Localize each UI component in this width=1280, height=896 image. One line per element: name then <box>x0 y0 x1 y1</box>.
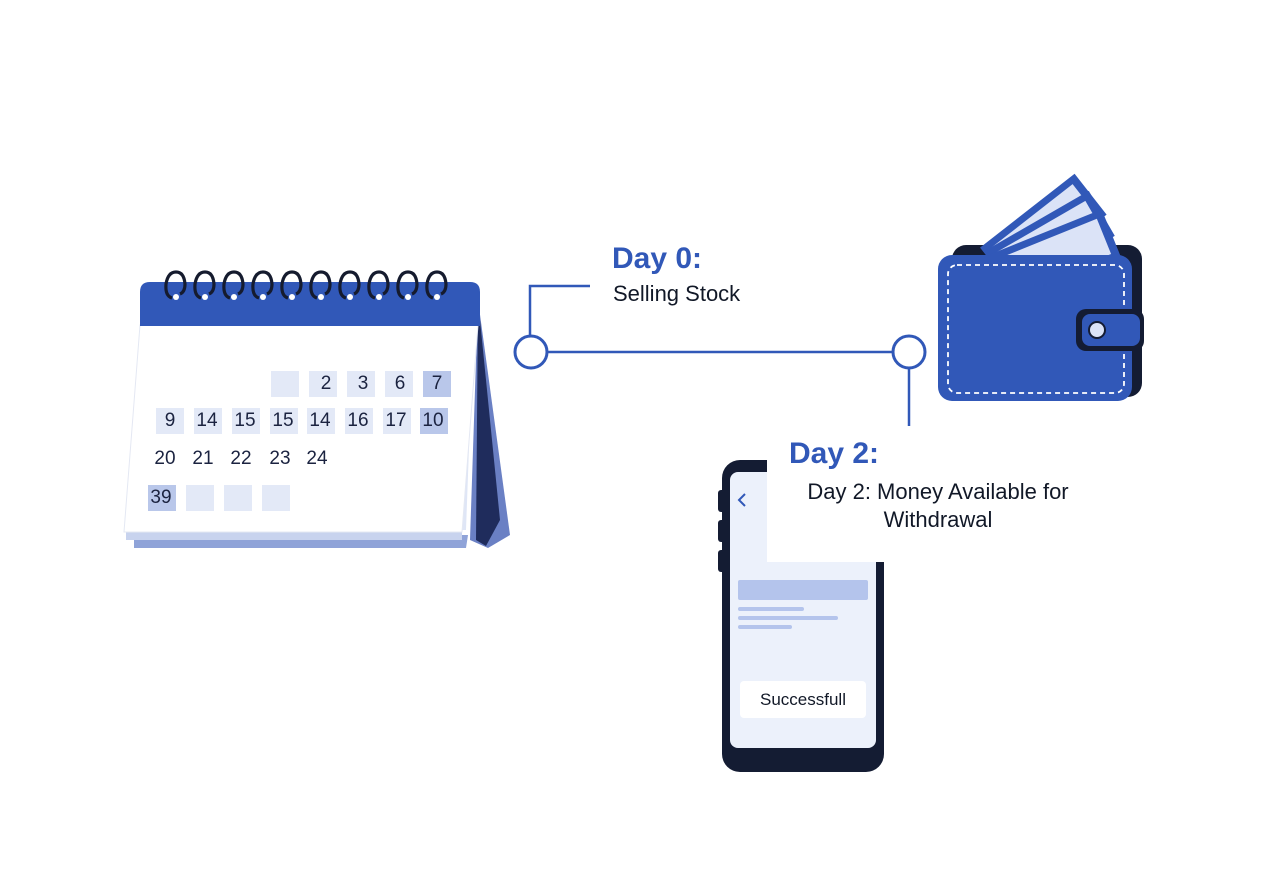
calendar-cell <box>420 408 448 434</box>
calendar-cell <box>385 371 413 397</box>
day2-label-card <box>767 428 1117 562</box>
timeline-node-day0 <box>513 334 549 370</box>
success-toast: Successfull <box>740 681 866 718</box>
calendar-day: 23 <box>269 448 291 469</box>
calendar-cell <box>383 408 411 434</box>
day2-title: Day 2: <box>789 437 880 470</box>
calendar-rings <box>164 270 448 300</box>
calendar-cell <box>347 371 375 397</box>
calendar-cell <box>307 408 335 434</box>
day2-description: Day 2: Money Available for Withdrawal <box>807 479 1069 532</box>
calendar-day: 14 <box>309 410 331 431</box>
calendar-cell <box>423 371 451 397</box>
calendar-day <box>270 371 300 397</box>
day0-description: Selling Stock <box>613 281 741 306</box>
calendar-cell <box>309 371 337 397</box>
calendar-day: 22 <box>230 448 252 469</box>
calendar-day: 17 <box>385 410 407 431</box>
calendar-day: 16 <box>347 410 369 431</box>
calendar-cell <box>156 408 184 434</box>
calendar-day: 15 <box>234 410 256 431</box>
calendar-day: 14 <box>196 410 218 431</box>
timeline-connector <box>528 284 911 426</box>
calendar-day: 21 <box>192 448 214 469</box>
calendar-day: 9 <box>164 410 176 431</box>
calendar-cell <box>270 408 298 434</box>
calendar-day: 2 <box>320 373 332 394</box>
calendar-day: 24 <box>306 448 328 469</box>
calendar-day: 15 <box>272 410 294 431</box>
calendar-day: 39 <box>150 487 172 508</box>
calendar-cell <box>345 408 373 434</box>
chevron-left-icon <box>737 493 746 507</box>
timeline-node-day2 <box>891 334 927 370</box>
day0-title: Day 0: <box>612 242 703 275</box>
calendar-cell <box>262 485 290 511</box>
calendar-cell <box>271 371 299 397</box>
calendar-ring-holes <box>173 294 440 300</box>
calendar-cell <box>224 485 252 511</box>
calendar-day: 10 <box>422 410 444 431</box>
calendar-day: 7 <box>431 373 443 394</box>
calendar-day: 6 <box>394 373 406 394</box>
calendar-cell <box>194 408 222 434</box>
calendar-day: 20 <box>154 448 176 469</box>
calendar-cell <box>186 485 214 511</box>
calendar-cell <box>148 485 176 511</box>
wallet-icon <box>938 173 1144 401</box>
calendar-cell <box>232 408 260 434</box>
calendar-day: 3 <box>357 373 369 394</box>
